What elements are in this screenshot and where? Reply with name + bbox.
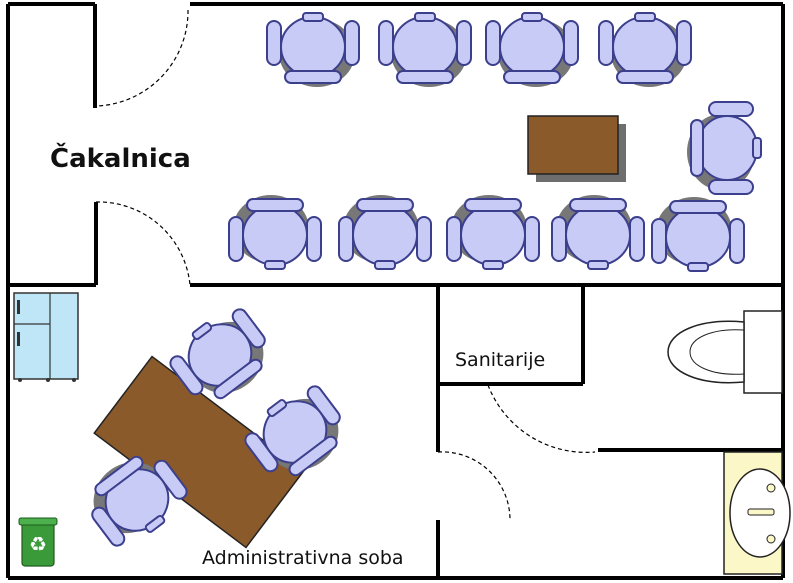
chair-icon: [551, 194, 645, 270]
chair-icon: [228, 194, 322, 270]
chair-icon: [378, 12, 472, 88]
refrigerator-icon: [13, 292, 79, 382]
sanitary-label: Sanitarije: [455, 349, 545, 371]
admin-office-label: Administrativna soba: [202, 547, 404, 569]
chair-icon: [446, 194, 540, 270]
recycling-bin-icon: ♻: [18, 517, 58, 567]
waiting-room-label: Čakalnica: [50, 142, 191, 174]
chair-icon: [485, 12, 579, 88]
chair-icon: [598, 12, 692, 88]
door-arcs: [94, 9, 596, 521]
chair-icon: [338, 194, 432, 270]
chair-icon: [686, 101, 762, 195]
chair-icon: [266, 12, 360, 88]
walls: [6, 2, 785, 580]
toilet-icon: [667, 310, 783, 394]
svg-text:♻: ♻: [29, 532, 47, 556]
sink-icon: [723, 451, 791, 575]
chair-icon: [651, 196, 745, 272]
coffee-table: [527, 115, 626, 182]
